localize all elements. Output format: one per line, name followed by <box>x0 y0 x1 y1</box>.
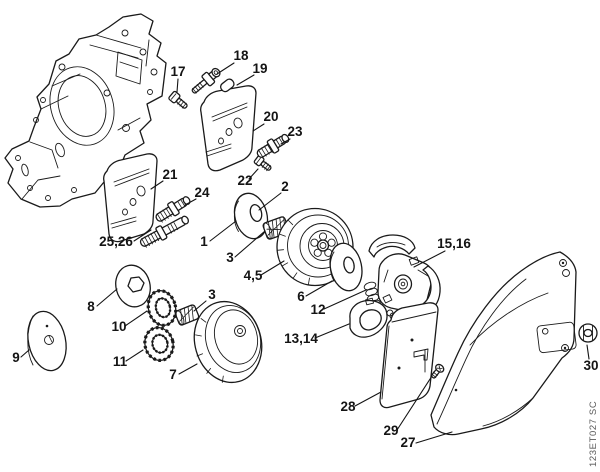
leader-line <box>96 288 118 307</box>
needle-cage-lower <box>174 304 200 326</box>
part-label-22: 22 <box>237 173 252 188</box>
part-label-9: 9 <box>12 350 20 365</box>
part-label-11: 11 <box>113 354 128 369</box>
leader-line <box>133 229 152 242</box>
stud-23 <box>256 133 290 159</box>
stud-25-26 <box>139 215 189 248</box>
leader-line <box>413 250 446 268</box>
part-label-17: 17 <box>170 64 185 79</box>
crankcase-drawing <box>4 13 167 208</box>
leader-line <box>252 123 265 132</box>
part-label-20: 20 <box>263 109 278 124</box>
collar-stud-18 <box>191 67 221 94</box>
leader-line <box>20 349 30 358</box>
clutch-shoe <box>349 297 388 338</box>
leader-line <box>280 138 291 145</box>
leader-line <box>150 180 164 190</box>
guide-plate-outer <box>199 85 257 172</box>
leader-line <box>323 289 367 310</box>
chain-sprocket-drum <box>193 300 263 384</box>
part-label-12: 12 <box>310 302 325 317</box>
part-label-2: 2 <box>281 179 289 194</box>
part-label-13-14: 13,14 <box>284 331 318 346</box>
part-label-8: 8 <box>87 299 95 314</box>
rim-sprocket-11 <box>143 326 175 362</box>
rim-sprocket-10 <box>146 289 178 327</box>
part-label-15-16: 15,16 <box>437 236 471 251</box>
part-label-6: 6 <box>297 289 305 304</box>
part-label-18: 18 <box>233 48 249 63</box>
screw-17 <box>168 90 188 109</box>
part-labels: 17 18 19 20 23 22 21 24 2 25,26 1 3 4,5 … <box>12 48 598 450</box>
inner-cover-plate <box>379 302 439 409</box>
leader-line <box>216 62 235 75</box>
leader-line <box>234 230 266 258</box>
guide-plate-inner <box>102 153 158 243</box>
part-label-30: 30 <box>583 358 598 373</box>
part-label-1: 1 <box>200 234 208 249</box>
leader-line <box>396 375 433 431</box>
drawing-code-watermark: 123ET027 SC <box>588 401 599 467</box>
leader-lines <box>20 62 590 444</box>
leader-line <box>209 220 237 242</box>
leader-line <box>314 323 350 339</box>
leader-line <box>236 74 255 86</box>
leader-line <box>260 260 285 276</box>
leader-line <box>176 78 179 93</box>
leader-line <box>248 168 259 180</box>
leader-line <box>193 300 207 312</box>
leader-line <box>305 280 333 297</box>
leader-line <box>354 391 382 407</box>
part-label-23: 23 <box>287 124 303 139</box>
leader-line <box>178 363 198 375</box>
sleeve-19 <box>219 78 235 93</box>
leader-line <box>258 192 282 211</box>
part-label-4-5: 4,5 <box>244 268 263 283</box>
screw-29 <box>430 363 445 379</box>
part-label-19: 19 <box>252 61 267 76</box>
part-label-24: 24 <box>194 185 210 200</box>
clutch-assembly <box>368 234 441 322</box>
leader-line <box>124 310 148 327</box>
part-label-28: 28 <box>340 399 356 414</box>
part-label-21: 21 <box>162 167 178 182</box>
washer-6 <box>329 242 363 292</box>
part-label-10: 10 <box>111 319 126 334</box>
part-label-25-26: 25,26 <box>99 234 133 249</box>
part-label-27: 27 <box>400 435 415 450</box>
leader-line <box>586 344 590 360</box>
stud-24 <box>155 196 191 223</box>
part-label-29: 29 <box>383 423 398 438</box>
part-label-7: 7 <box>169 367 177 382</box>
washer-9 <box>27 310 67 372</box>
part-label-3-lower: 3 <box>208 287 216 302</box>
leader-line <box>125 349 144 362</box>
part-label-3-upper: 3 <box>226 250 234 265</box>
leader-line <box>184 198 197 206</box>
leader-line <box>415 431 453 444</box>
hex-nut <box>578 323 598 343</box>
sprocket-cover <box>430 251 577 436</box>
